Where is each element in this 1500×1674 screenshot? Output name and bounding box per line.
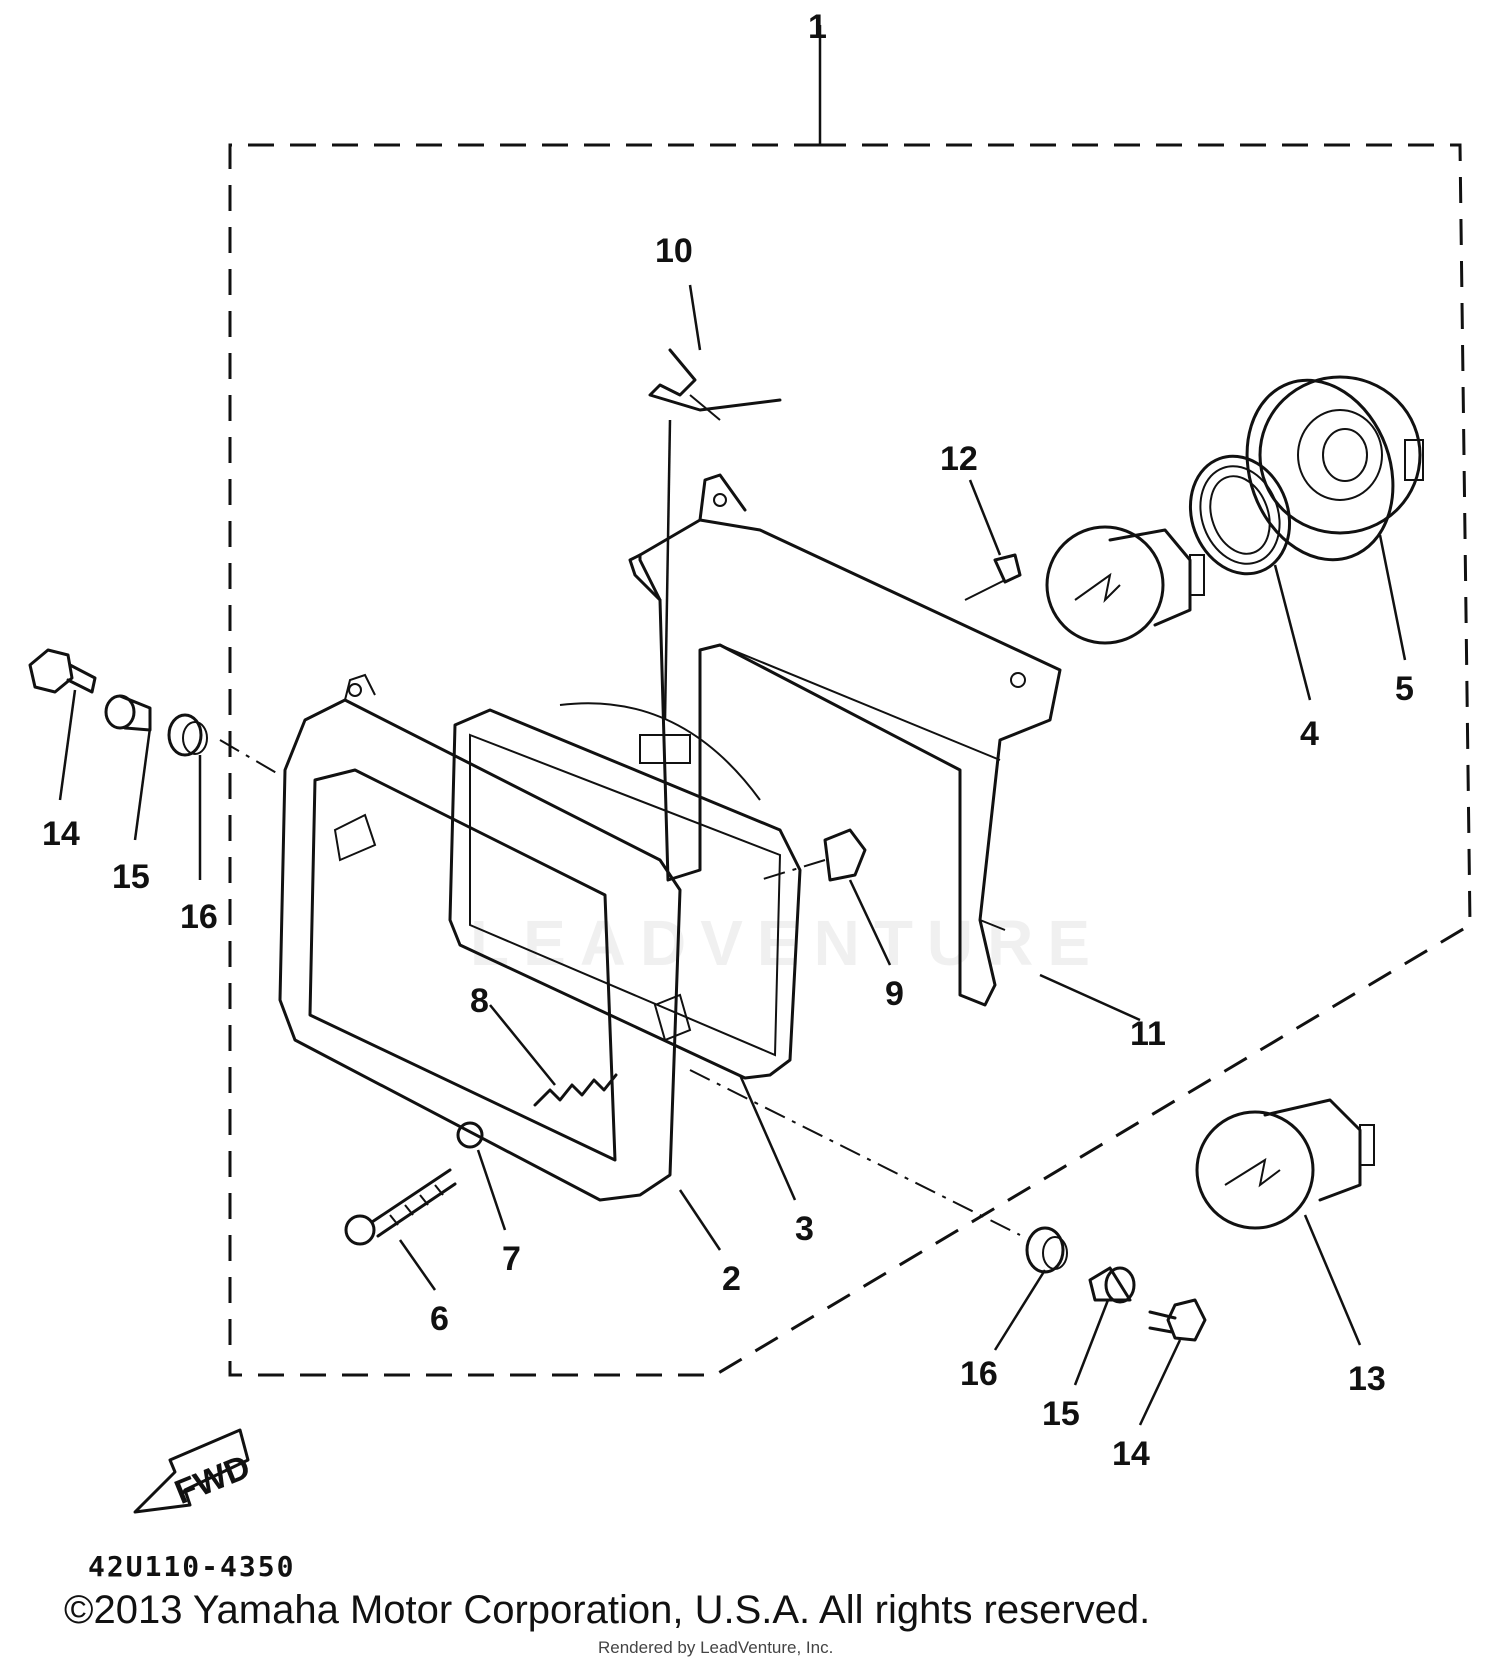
callout-14-left: 14 xyxy=(42,815,80,853)
callout-1: 1 xyxy=(808,8,827,46)
callout-7: 7 xyxy=(502,1240,521,1278)
callout-14-right: 14 xyxy=(1112,1435,1150,1473)
bulb xyxy=(1195,1098,1375,1346)
case-screw xyxy=(964,479,1022,601)
callout-13: 13 xyxy=(1348,1360,1386,1398)
callout-9: 9 xyxy=(885,975,904,1013)
copyright-notice: ©2013 Yamaha Motor Corporation, U.S.A. A… xyxy=(64,1588,1151,1632)
adjusting-spring xyxy=(489,1004,618,1107)
callout-16-left: 16 xyxy=(180,898,218,936)
callout-16-right: 16 xyxy=(960,1355,998,1393)
callout-15-right: 15 xyxy=(1042,1395,1080,1433)
mount-hardware-right xyxy=(689,1069,1207,1426)
callout-12: 12 xyxy=(940,440,978,478)
callout-6: 6 xyxy=(430,1300,449,1338)
callout-5: 5 xyxy=(1395,670,1414,708)
fwd-label: FWD xyxy=(170,1448,256,1512)
callout-10: 10 xyxy=(655,232,693,270)
headlight-bulb xyxy=(1045,525,1205,645)
callout-labels: 1 2 3 4 5 6 7 8 9 10 11 12 13 14 15 16 1… xyxy=(42,8,1414,1473)
callout-3: 3 xyxy=(795,1210,814,1248)
watermark: LEADVENTURE xyxy=(470,907,1104,979)
mount-hardware-left xyxy=(28,648,281,880)
adjusting-screw xyxy=(344,1168,457,1291)
callout-2: 2 xyxy=(722,1260,741,1298)
nut xyxy=(759,828,892,966)
headlight-rim xyxy=(278,673,722,1251)
fwd-arrow: FWD xyxy=(133,1428,256,1514)
callout-4: 4 xyxy=(1300,715,1319,753)
bulb-socket xyxy=(1188,454,1312,701)
adjuster-nut xyxy=(456,1121,507,1231)
rendered-by-credit: Rendered by LeadVenture, Inc. xyxy=(598,1638,834,1657)
spring-clip xyxy=(648,284,782,721)
socket-cover xyxy=(1245,375,1424,661)
diagram-code: 42U110-4350 xyxy=(88,1550,296,1583)
callout-8: 8 xyxy=(470,982,489,1020)
callout-15-left: 15 xyxy=(112,858,150,896)
assembly-boundary xyxy=(228,25,1472,1377)
sealed-beam-unit xyxy=(448,702,802,1201)
headlight-case xyxy=(628,473,1141,1022)
callout-11: 11 xyxy=(1130,1015,1166,1053)
